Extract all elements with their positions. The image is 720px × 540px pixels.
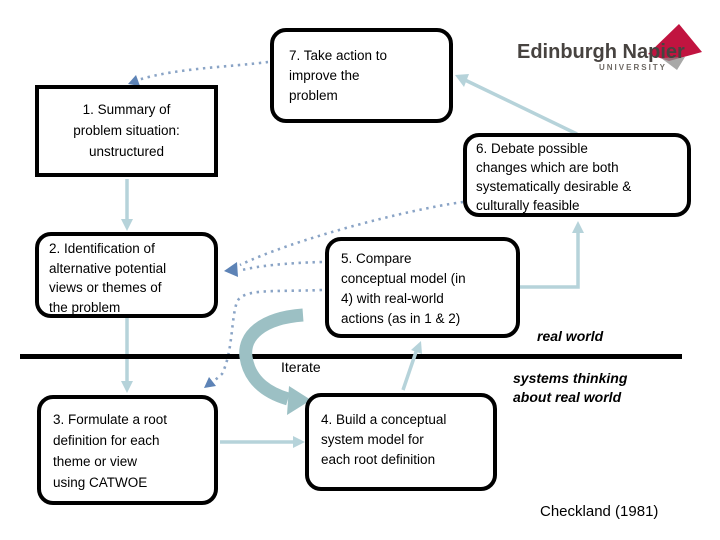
box-2-identification: 2. Identification of alternative potenti… <box>35 232 218 318</box>
real-world-label: real world <box>537 328 604 344</box>
arrow-box2-to-box3 <box>121 318 133 393</box>
dotted-line-box5-to-box2 <box>241 260 323 272</box>
dotted-arrow-box6-to-box2 <box>224 200 464 277</box>
real-world-divider-line <box>20 354 682 359</box>
logo-edinburgh-napier: Edinburgh Napier <box>517 41 685 63</box>
arrow-box3-to-box4 <box>220 436 305 448</box>
arrow-box4-to-box5 <box>401 341 422 391</box>
dotted-arrow-box5-to-box3 <box>204 288 323 388</box>
box-7-take-action: 7. Take action to improve the problem <box>270 28 453 123</box>
arrow-box1-to-box2 <box>121 179 133 231</box>
box-3-root-definition: 3. Formulate a root definition for each … <box>37 395 218 505</box>
napier-flag-icon <box>648 24 702 70</box>
logo-university-subtitle: UNIVERSITY <box>599 63 668 72</box>
citation-label: Checkland (1981) <box>540 503 659 520</box>
iterate-loop-arrow <box>239 308 311 415</box>
arrow-box5-to-box6 <box>520 221 584 289</box>
box-1-problem-summary: 1. Summary of problem situation: unstruc… <box>35 85 218 177</box>
iterate-label: Iterate <box>281 359 321 375</box>
box-6-debate-changes: 6. Debate possible changes which are bot… <box>463 133 691 217</box>
arrow-box6-to-box7 <box>455 74 578 136</box>
box-4-conceptual-model: 4. Build a conceptual system model for e… <box>305 393 497 491</box>
box-5-compare-model: 5. Compare conceptual model (in 4) with … <box>325 237 520 338</box>
systems-thinking-label: systems thinking about real world <box>513 370 628 405</box>
dotted-arrow-box7-to-box1 <box>128 60 269 86</box>
